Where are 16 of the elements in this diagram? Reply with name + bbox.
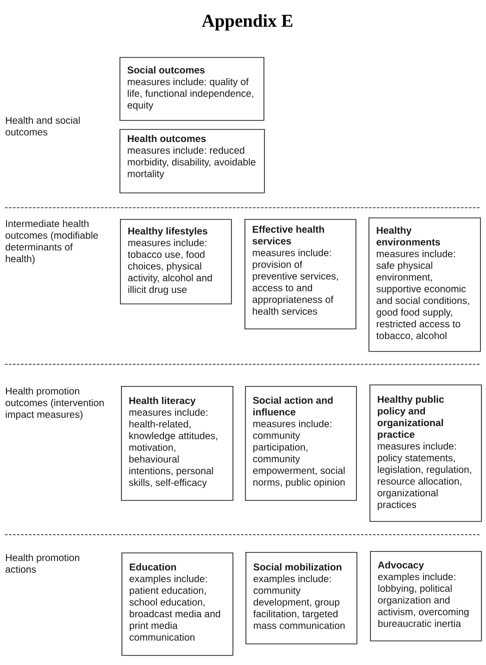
category-box: Advocacy examples include: lobbying, political organization and activism, overcoming bureaucratic inertia — [370, 551, 482, 642]
category-box: Health outcomes measures include: reduced morbidity, disability, avoidable mortality — [120, 129, 265, 194]
row-label: Health and social outcomes — [6, 116, 80, 136]
category-box: Social outcomes measures include: quality of life, functional independence, equity — [120, 57, 264, 121]
row-label: Health promotion outcomes (intervention impact measures) — [6, 387, 104, 420]
category-box: Healthy lifestyles measures include: tobacco use, food choices, physical activity, alcohol and illicit drug use — [120, 219, 232, 304]
row-label: Intermediate health outcomes (modifiable determinants of health) — [6, 220, 98, 264]
category-box: Education examples include: patient education, school education, broadcast media and print media communication — [122, 552, 234, 656]
row-label: Health promotion actions — [6, 554, 80, 573]
category-box: Health literacy measures include: health-related, knowledge attitudes, motivation, behavioural intentions, personal skills, self-efficacy — [121, 386, 234, 501]
title: Appendix E — [202, 14, 292, 31]
category-box: Social action and influence measures include: community participation, community empowerment, social norms, public opinion — [245, 386, 357, 501]
category-box: Effective health services measures include: provision of preventive services, access to and appropriateness of health services — [244, 219, 356, 330]
category-box: Social mobilization examples include: community development, group facilitation, targeted mass communication — [246, 552, 358, 644]
category-box: Healthy public policy and organizational practice measures include: policy statements, legislation, regulation, resource allocation, organizational practices — [370, 384, 482, 522]
category-box: Healthy environments measures include: safe physical environment, supportive economic and social conditions, good food supply, restricted access to tobacco, alcohol — [368, 218, 481, 352]
